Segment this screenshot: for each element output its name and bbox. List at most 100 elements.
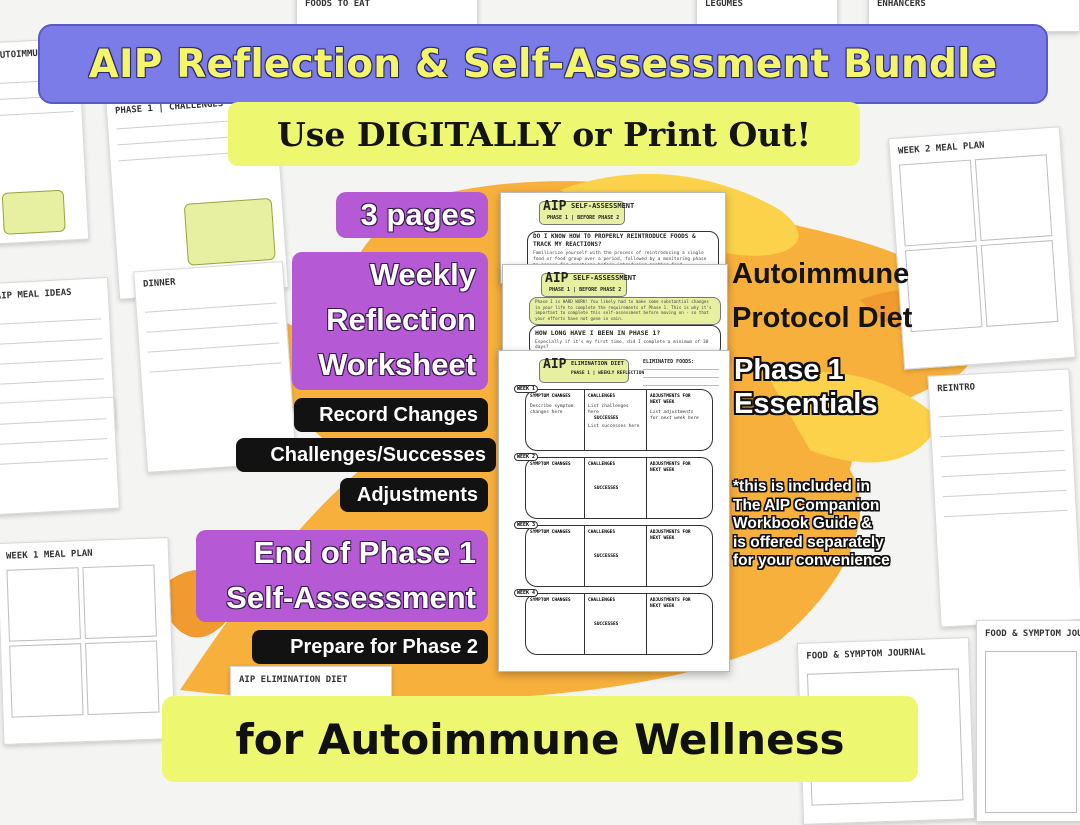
tag-challenges-successes: Challenges/Successes bbox=[236, 438, 496, 472]
note-line: The AIP Companion bbox=[733, 496, 880, 514]
example-successes: List successes here bbox=[588, 424, 640, 429]
tag-prepare-phase-2: Prepare for Phase 2 bbox=[252, 630, 488, 664]
diet-title-line: Protocol Diet bbox=[732, 302, 913, 334]
doc-question: DO I KNOW HOW TO PROPERLY REINTRODUCE FO… bbox=[533, 233, 696, 248]
week-column: SYMPTOM CHANGES bbox=[526, 458, 585, 518]
week-column-header: ADJUSTMENTS FOR NEXT WEEK bbox=[650, 530, 691, 541]
week-column: SYMPTOM CHANGES bbox=[526, 594, 585, 654]
thumb-title: ENHANCERS bbox=[877, 0, 926, 9]
doc-body: Phase 1 is HARD WORK! You likely had to … bbox=[535, 299, 712, 321]
pages-count-text: 3 pages bbox=[360, 197, 476, 232]
thumb-title: FOOD & SYMPTOM JOURNAL bbox=[806, 647, 926, 662]
phase-essentials: Phase 1 Essentials bbox=[734, 353, 877, 421]
pill-line: End of Phase 1 bbox=[253, 535, 476, 570]
week-column: CHALLENGES SUCCESSES bbox=[584, 526, 647, 586]
week-column: CHALLENGES SUCCESSES bbox=[584, 458, 647, 518]
pill-line: Weekly bbox=[369, 257, 476, 292]
doc-badge: AIP bbox=[545, 271, 569, 286]
title-banner: AIP Reflection & Self-Assessment Bundle bbox=[38, 24, 1048, 104]
example-challenges: List challenges here bbox=[588, 404, 629, 415]
end-of-phase-pill: End of Phase 1 Self-Assessment bbox=[196, 530, 488, 622]
thumb-page: FOOD & SYMPTOM JOURNAL bbox=[976, 620, 1080, 822]
subtitle-text: Use DIGITALLY or Print Out! bbox=[276, 114, 812, 154]
thumb-page: REINTRO bbox=[927, 368, 1080, 628]
pages-count-pill: 3 pages bbox=[336, 192, 488, 238]
tag-adjustments: Adjustments bbox=[340, 478, 488, 512]
week-column-header: CHALLENGES bbox=[588, 462, 616, 467]
doc-title: SELF-ASSESSMENT bbox=[573, 274, 637, 282]
week-column-header: SYMPTOM CHANGES bbox=[530, 530, 571, 535]
week-column: CHALLENGES SUCCESSES bbox=[584, 594, 647, 654]
successes-label: SUCCESSES bbox=[594, 622, 619, 627]
thumb-title: AIP ELIMINATION DIET bbox=[239, 675, 348, 685]
thumb-page bbox=[0, 396, 120, 516]
thumb-title: FOOD & SYMPTOM JOURNAL bbox=[985, 629, 1080, 639]
eliminated-foods-label: ELIMINATED FOODS: bbox=[643, 359, 695, 365]
thumb-title: FOODS TO EAT bbox=[305, 0, 371, 9]
week-column-header: CHALLENGES bbox=[588, 598, 616, 603]
thumb-title: WEEK 2 MEAL PLAN bbox=[897, 140, 985, 157]
tag-record-changes: Record Changes bbox=[294, 398, 488, 432]
week-label: WEEK 4 bbox=[514, 589, 539, 597]
subtitle-banner: Use DIGITALLY or Print Out! bbox=[228, 102, 860, 166]
thumb-page: WEEK 1 MEAL PLAN bbox=[0, 537, 176, 745]
week-column: SYMPTOM CHANGES bbox=[526, 526, 585, 586]
note-line: Workbook Guide & bbox=[733, 515, 873, 532]
doc-hint: Especially if it's my first time, did I … bbox=[535, 340, 709, 350]
bottom-banner-text: for Autoimmune Wellness bbox=[235, 714, 845, 764]
doc-title: SELF-ASSESSMENT bbox=[571, 202, 635, 210]
week-column-header: SYMPTOM CHANGES bbox=[530, 598, 571, 603]
thumb-title: AIP MEAL IDEAS bbox=[0, 287, 72, 302]
tag-text: Adjustments bbox=[356, 484, 478, 506]
successes-label: SUCCESSES bbox=[594, 416, 619, 421]
thumb-title: REINTRO bbox=[936, 382, 976, 395]
week-column-header: ADJUSTMENTS FOR NEXT WEEK bbox=[650, 598, 691, 609]
week-column-header: ADJUSTMENTS FOR NEXT WEEK bbox=[650, 394, 691, 405]
phase-line: Essentials bbox=[734, 388, 878, 420]
week-column: ADJUSTMENTS FOR NEXT WEEK bbox=[646, 458, 708, 518]
doc-subtitle: PHASE 1 | BEFORE PHASE 2 bbox=[547, 215, 620, 221]
week-column-header: ADJUSTMENTS FOR NEXT WEEK bbox=[650, 462, 691, 473]
diet-title-line: Autoimmune bbox=[732, 258, 910, 290]
included-note: *this is included in The AIP Companion W… bbox=[733, 478, 890, 571]
tag-text: Challenges/Successes bbox=[270, 444, 486, 466]
banner-title: AIP Reflection & Self-Assessment Bundle bbox=[88, 41, 998, 87]
successes-label: SUCCESSES bbox=[594, 554, 619, 559]
pill-line: Worksheet bbox=[318, 347, 476, 382]
doc-badge: AIP bbox=[543, 199, 567, 214]
week-column-header: SYMPTOM CHANGES bbox=[530, 462, 571, 467]
note-line: *this is included in bbox=[733, 478, 870, 495]
note-line: for your convenience bbox=[733, 552, 890, 569]
self-assessment-preview-2: AIP SELF-ASSESSMENT PHASE 1 | BEFORE PHA… bbox=[502, 264, 728, 362]
thumb-title: WEEK 1 MEAL PLAN bbox=[5, 548, 93, 562]
week-column-header: CHALLENGES bbox=[588, 530, 616, 535]
bottom-banner: for Autoimmune Wellness bbox=[162, 696, 918, 782]
doc-title: ELIMINATION DIET bbox=[571, 361, 624, 367]
weekly-reflection-preview: AIP ELIMINATION DIET PHASE 1 | WEEKLY RE… bbox=[498, 350, 730, 672]
tag-text: Prepare for Phase 2 bbox=[290, 636, 478, 658]
week-label: WEEK 1 bbox=[514, 385, 539, 393]
tag-text: Record Changes bbox=[319, 404, 478, 426]
thumb-title: DINNER bbox=[142, 277, 176, 290]
week-column: ADJUSTMENTS FOR NEXT WEEK bbox=[646, 594, 708, 654]
phase-line: Phase 1 bbox=[734, 354, 844, 386]
doc-badge: AIP bbox=[543, 357, 567, 372]
doc-question: HOW LONG HAVE I BEEN IN PHASE 1? bbox=[535, 329, 661, 337]
doc-subtitle: PHASE 1 | BEFORE PHASE 2 bbox=[549, 287, 622, 293]
example-symptom: Describe symptom changes here bbox=[530, 404, 574, 415]
doc-subtitle: PHASE 1 | WEEKLY REFLECTION bbox=[571, 371, 645, 376]
pill-line: Self-Assessment bbox=[226, 580, 476, 615]
successes-label: SUCCESSES bbox=[594, 486, 619, 491]
diet-title: Autoimmune Protocol Diet bbox=[732, 252, 912, 340]
week-label: WEEK 2 bbox=[514, 453, 539, 461]
weekly-reflection-pill: Weekly Reflection Worksheet bbox=[292, 252, 488, 390]
thumb-title: LEGUMES bbox=[705, 0, 743, 9]
thumb-page: WEEK 2 MEAL PLAN bbox=[888, 126, 1076, 370]
